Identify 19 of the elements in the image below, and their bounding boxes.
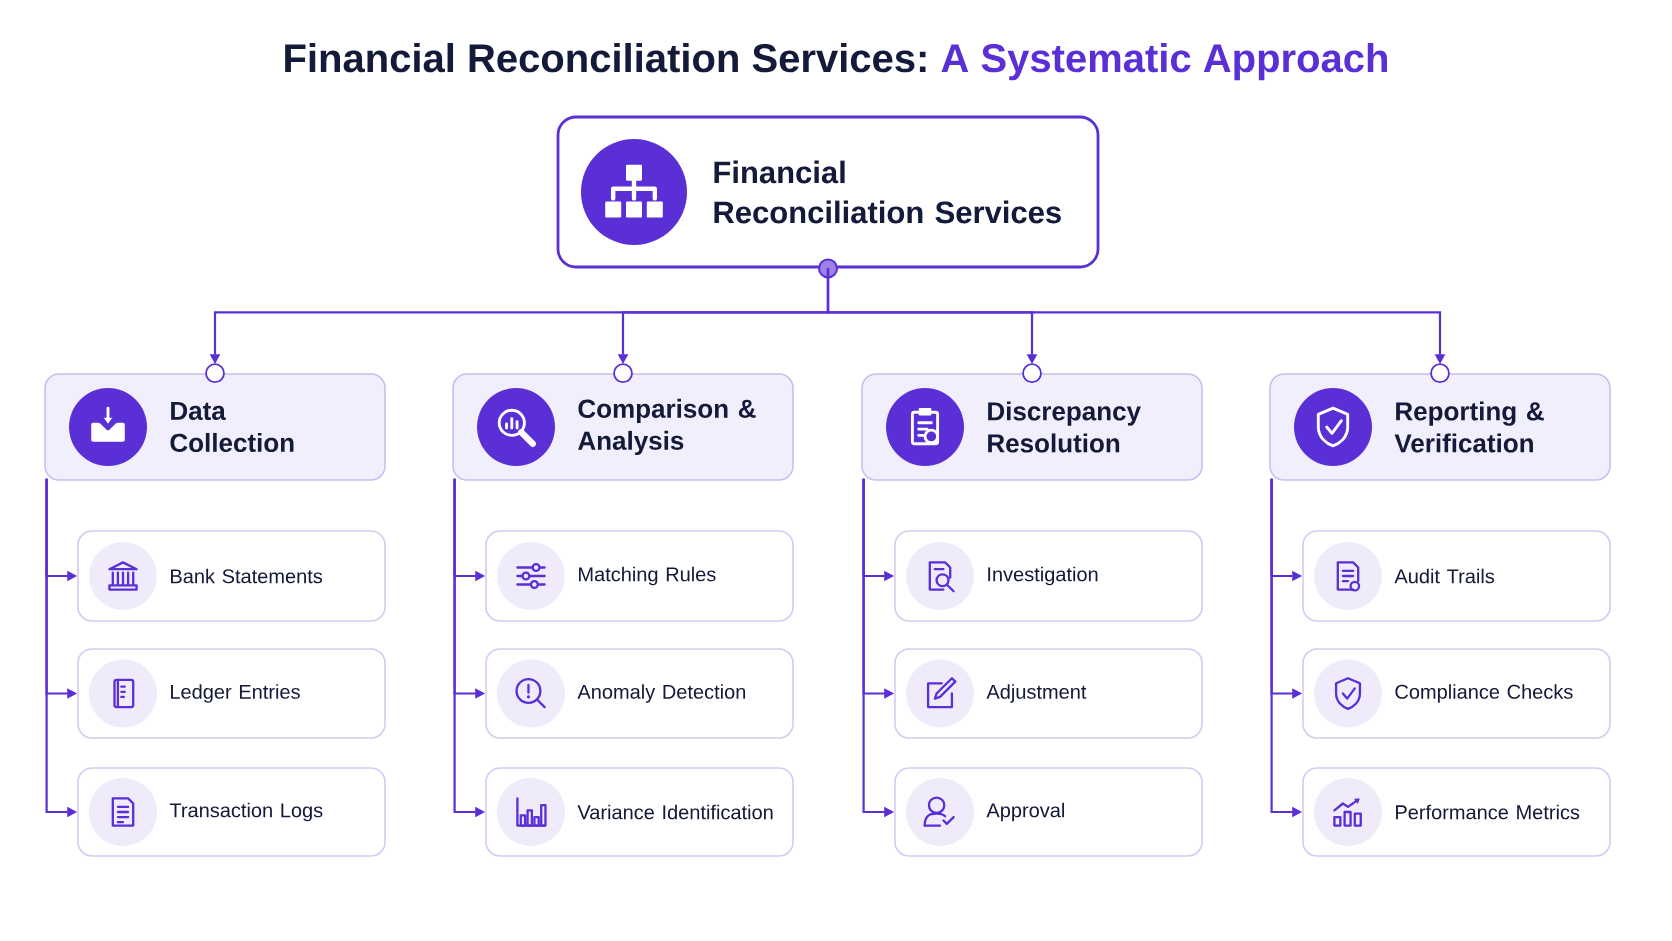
- item-box: Approval: [894, 767, 1203, 857]
- item-box: Anomaly Detection: [485, 648, 794, 739]
- category-box: Data Collection: [44, 373, 386, 481]
- item-box: Compliance Checks: [1302, 648, 1611, 739]
- item-box: Variance Identification: [485, 767, 794, 857]
- item-box: Performance Metrics: [1302, 767, 1611, 857]
- item-box: Adjustment: [894, 648, 1203, 739]
- category-box: Comparison & Analysis: [452, 373, 794, 481]
- item-box: Audit Trails: [1302, 530, 1611, 622]
- item-box: Ledger Entries: [77, 648, 386, 739]
- item-box: Matching Rules: [485, 530, 794, 622]
- title: Financial Reconciliation Services:: [285, 43, 926, 73]
- category-box: Reporting & Verification: [1269, 373, 1611, 481]
- item-box: Bank Statements: [77, 530, 386, 622]
- category-box: Discrepancy Resolution: [861, 373, 1203, 481]
- item-box: Investigation: [894, 530, 1203, 622]
- item-box: Transaction Logs: [77, 767, 386, 857]
- main-box: Financial Reconciliation Services: [556, 115, 1100, 269]
- subtitle: A Systematic Approach: [941, 43, 1387, 81]
